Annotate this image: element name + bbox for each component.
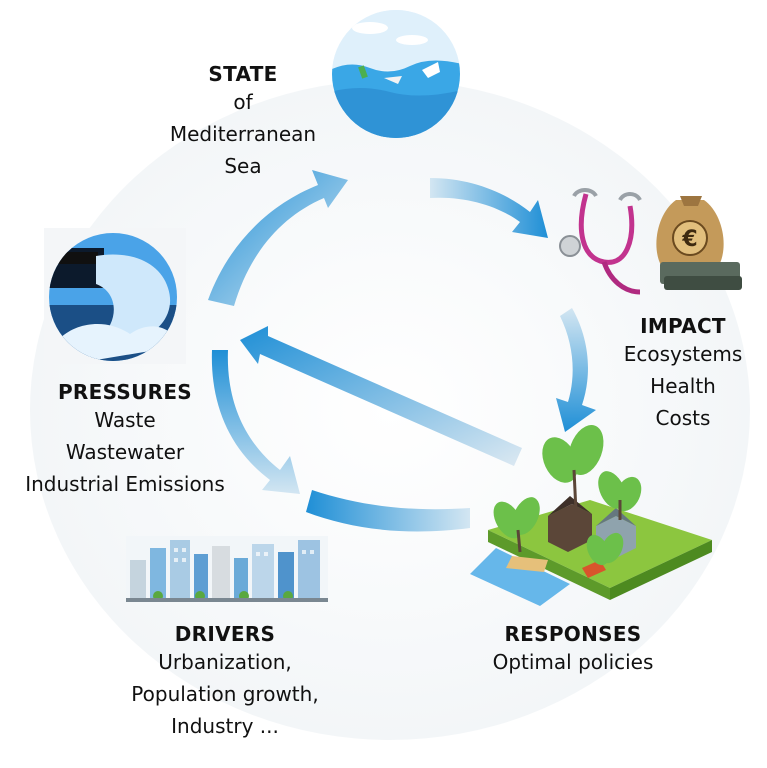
arrow-drivers-to-responses bbox=[306, 490, 470, 532]
impact-node: IMPACT Ecosystems Health Costs bbox=[604, 314, 762, 434]
drivers-node: DRIVERS Urbanization, Population growth,… bbox=[100, 622, 350, 742]
drivers-line-2: Population growth, bbox=[131, 682, 319, 706]
arrow-state-to-impact bbox=[430, 178, 548, 238]
state-line-3: Sea bbox=[224, 154, 262, 178]
pressures-line-3: Industrial Emissions bbox=[25, 472, 225, 496]
arrow-impact-to-responses bbox=[556, 308, 596, 432]
arrow-pressures-to-state bbox=[208, 170, 348, 306]
state-line-1: of bbox=[233, 90, 253, 114]
euro-symbol: € bbox=[681, 227, 697, 252]
state-node: STATE of Mediterranean Sea bbox=[150, 62, 336, 182]
responses-title: RESPONSES bbox=[504, 622, 642, 646]
drivers-line-1: Urbanization, bbox=[158, 650, 292, 674]
state-title: STATE bbox=[208, 62, 278, 86]
drivers-title: DRIVERS bbox=[174, 622, 276, 646]
impact-line-3: Costs bbox=[655, 406, 711, 430]
pressures-title: PRESSURES bbox=[57, 380, 193, 404]
state-line-2: Mediterranean bbox=[169, 122, 317, 146]
drivers-line-3: Industry ... bbox=[171, 714, 279, 738]
arrow-pressures-to-drivers bbox=[211, 350, 300, 494]
stethoscope-icon bbox=[559, 188, 642, 295]
impact-title: IMPACT bbox=[640, 314, 726, 338]
city-skyline-icon bbox=[126, 536, 328, 602]
responses-node: RESPONSES Optimal policies bbox=[468, 622, 678, 678]
pressures-line-2: Wastewater bbox=[65, 440, 185, 464]
land-policy-icon bbox=[470, 424, 712, 606]
money-bag-icon: € bbox=[656, 196, 742, 290]
arrow-responses-to-pressures bbox=[240, 326, 522, 466]
pressures-line-1: Waste bbox=[94, 408, 156, 432]
wastewater-pipe-icon bbox=[44, 228, 186, 364]
impact-line-2: Health bbox=[650, 374, 716, 398]
pressures-node: PRESSURES Waste Wastewater Industrial Em… bbox=[0, 380, 250, 500]
responses-line-1: Optimal policies bbox=[492, 650, 654, 674]
impact-line-1: Ecosystems bbox=[623, 342, 743, 366]
